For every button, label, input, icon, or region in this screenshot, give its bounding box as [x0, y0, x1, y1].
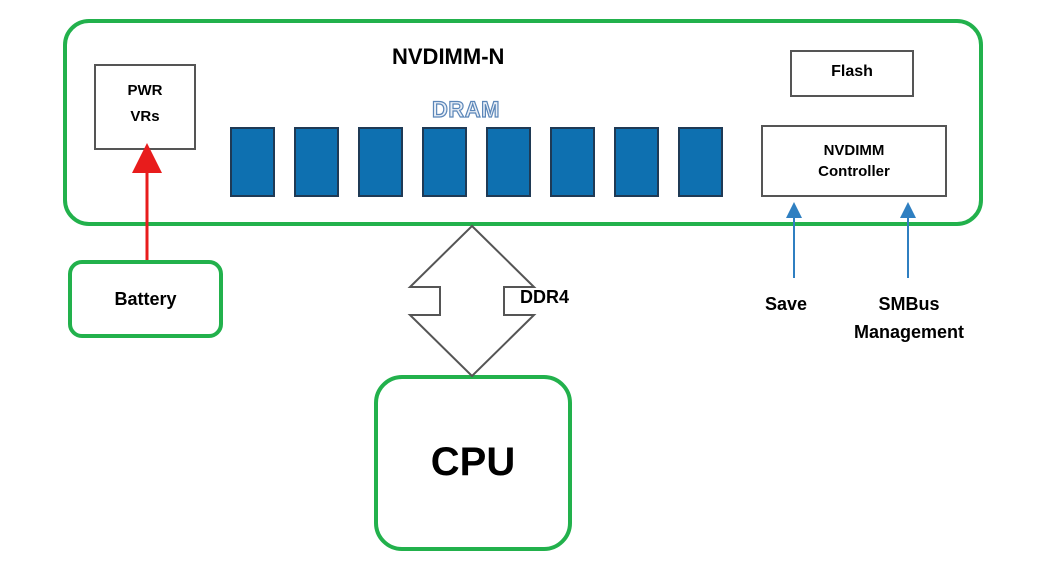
controller-label-line2: Controller [818, 163, 890, 180]
dram-chip [678, 127, 723, 197]
cpu-box [374, 375, 572, 551]
dram-chip [230, 127, 275, 197]
save-label: Save [765, 294, 808, 314]
controller-box [761, 125, 947, 197]
flash-label: Flash [831, 63, 873, 80]
ddr4-label: DDR4 [520, 287, 570, 307]
controller-label-line1: NVDIMM [823, 142, 885, 159]
dram-chip [550, 127, 595, 197]
dram-chip [614, 127, 659, 197]
cpu-label: CPU [430, 440, 516, 484]
flash-box [790, 50, 914, 97]
dram-chip [422, 127, 467, 197]
battery-box [68, 260, 223, 338]
module-title: NVDIMM-N [392, 44, 505, 69]
vrs-label: VRs [130, 108, 160, 125]
dram-chip [486, 127, 531, 197]
smbus-label-line2: Management [853, 322, 965, 342]
dram-chip [358, 127, 403, 197]
smbus-label-line1: SMBus [878, 294, 940, 314]
ddr4-bus-arrow [407, 224, 537, 378]
pwr-label: PWR [127, 82, 163, 99]
battery-label: Battery [114, 289, 177, 309]
dram-label: DRAM [431, 96, 500, 122]
dram-chip [294, 127, 339, 197]
